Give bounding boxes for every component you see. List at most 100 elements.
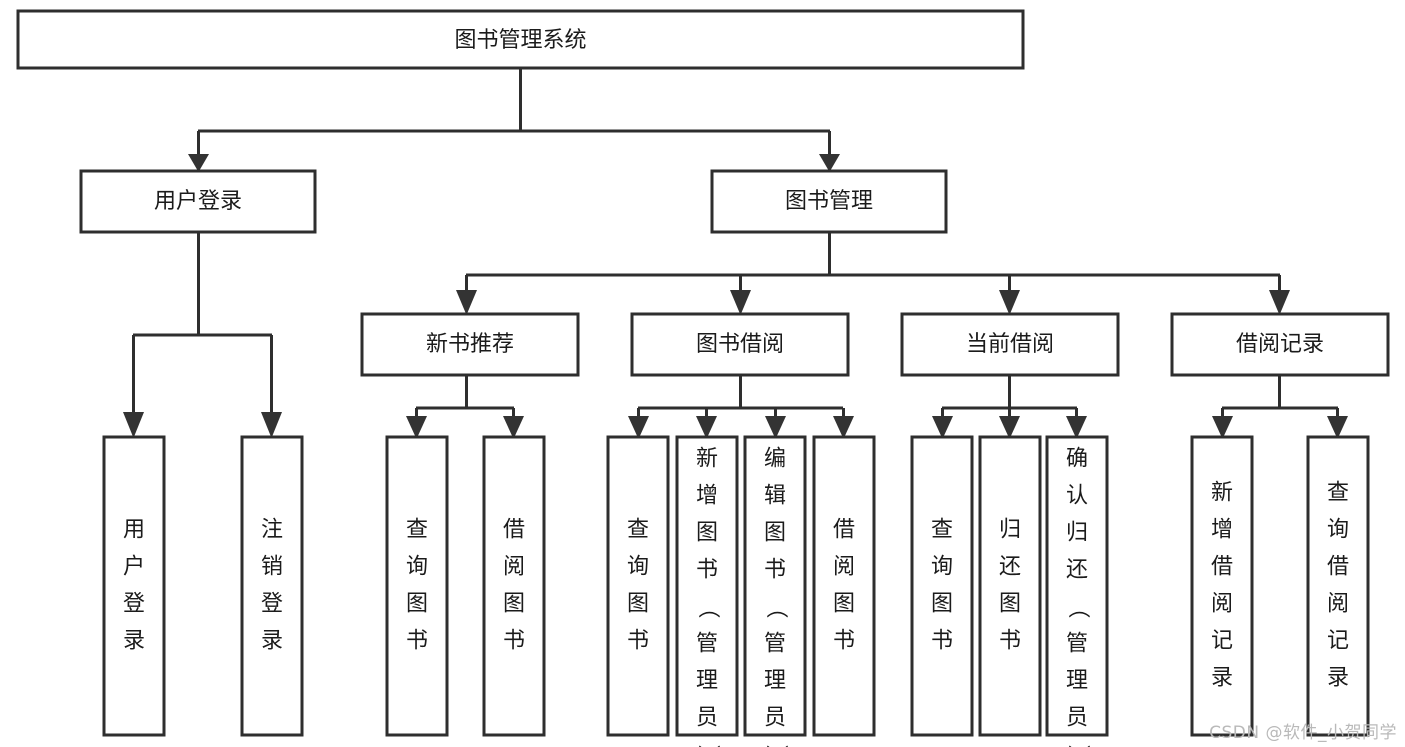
node-user-login[interactable]: 用户登录 (79, 169, 317, 234)
node-leaf-query-book-3[interactable] (910, 435, 974, 737)
node-box-book-management[interactable] (710, 169, 948, 234)
node-box-leaf-borrow-book-1[interactable] (482, 435, 546, 737)
node-box-current-borrow[interactable] (900, 312, 1120, 377)
svg-text:查: 查 (1327, 481, 1349, 506)
svg-text:图: 图 (627, 592, 649, 617)
arrow-icon-to-leaf-confirm-return (1066, 416, 1087, 439)
svg-text:（: （ (695, 596, 720, 618)
node-box-leaf-query-record[interactable] (1306, 435, 1370, 737)
arrow-icon-to-leaf-borrow-book-1 (503, 416, 524, 439)
svg-text:理: 理 (764, 669, 786, 694)
svg-text:员: 员 (696, 706, 718, 731)
node-box-leaf-edit-book[interactable] (743, 435, 807, 737)
arrow-icon-to-current-borrow (999, 290, 1020, 315)
svg-text:询: 询 (931, 555, 953, 580)
svg-text:询: 询 (627, 555, 649, 580)
svg-text:（: （ (1065, 596, 1090, 618)
arrow-icon-to-leaf-borrow-book-2 (833, 416, 854, 439)
node-leaf-return-book[interactable] (978, 435, 1042, 737)
node-box-leaf-confirm-return[interactable] (1045, 435, 1109, 737)
node-new-book-recommend[interactable]: 新书推荐 (360, 312, 580, 377)
svg-text:）: ） (695, 744, 720, 747)
node-leaf-user-login[interactable] (102, 435, 166, 737)
svg-text:）: ） (1065, 744, 1090, 747)
svg-text:图: 图 (999, 592, 1021, 617)
svg-text:借: 借 (503, 518, 525, 543)
node-box-leaf-user-login[interactable] (102, 435, 166, 737)
node-box-borrow-record[interactable] (1170, 312, 1390, 377)
node-leaf-edit-book[interactable] (743, 435, 807, 737)
arrowhead-layer (123, 154, 1348, 439)
node-box-user-login[interactable] (79, 169, 317, 234)
svg-text:归: 归 (1066, 521, 1088, 546)
node-leaf-add-book[interactable] (675, 435, 739, 737)
svg-text:归: 归 (999, 518, 1021, 543)
svg-text:管: 管 (1066, 632, 1088, 657)
svg-text:书: 书 (627, 629, 649, 654)
node-box-new-book-recommend[interactable] (360, 312, 580, 377)
node-leaf-add-record[interactable] (1190, 435, 1254, 737)
node-box-leaf-query-book-3[interactable] (910, 435, 974, 737)
node-label-borrow-record: 借阅记录 (1236, 332, 1324, 357)
arrow-icon-to-leaf-return-book (999, 416, 1020, 439)
node-borrow-record[interactable]: 借阅记录 (1170, 312, 1390, 377)
svg-text:确: 确 (1066, 447, 1088, 472)
node-label-leaf-user-login: 用户登录 (123, 518, 145, 654)
node-box-leaf-add-record[interactable] (1190, 435, 1254, 737)
node-box-leaf-query-book-2[interactable] (606, 435, 670, 737)
svg-text:用: 用 (123, 518, 145, 543)
svg-text:借: 借 (1327, 555, 1349, 580)
arrow-icon-to-leaf-logout (261, 412, 282, 438)
node-leaf-borrow-book-2[interactable] (812, 435, 876, 737)
svg-text:记: 记 (1211, 629, 1233, 654)
svg-text:书: 书 (833, 629, 855, 654)
svg-text:注: 注 (261, 518, 283, 543)
node-leaf-borrow-book-1[interactable] (482, 435, 546, 737)
node-leaf-query-book-1[interactable] (385, 435, 449, 737)
svg-text:）: ） (763, 744, 788, 747)
svg-text:录: 录 (1327, 666, 1349, 691)
node-leaf-query-book-2[interactable] (606, 435, 670, 737)
arrow-icon-to-book-borrow (730, 290, 751, 315)
node-leaf-confirm-return[interactable] (1045, 435, 1109, 737)
node-box-leaf-add-book[interactable] (675, 435, 739, 737)
node-label-root: 图书管理系统 (454, 28, 586, 53)
node-box-book-borrow[interactable] (630, 312, 850, 377)
svg-text:登: 登 (123, 592, 145, 617)
node-box-leaf-return-book[interactable] (978, 435, 1042, 737)
node-leaf-query-record[interactable] (1306, 435, 1370, 737)
arrow-icon-to-leaf-query-book-3 (932, 416, 953, 439)
node-box-leaf-query-book-1[interactable] (385, 435, 449, 737)
svg-text:书: 书 (931, 629, 953, 654)
svg-text:增: 增 (696, 484, 718, 509)
node-current-borrow[interactable]: 当前借阅 (900, 312, 1120, 377)
arrow-icon-to-leaf-query-book-2 (628, 416, 649, 439)
svg-text:编: 编 (764, 447, 786, 472)
node-book-management[interactable]: 图书管理 (710, 169, 948, 234)
svg-text:阅: 阅 (1327, 592, 1349, 617)
svg-text:书: 书 (696, 558, 718, 583)
node-root-system[interactable]: 图书管理系统 (16, 9, 1025, 70)
arrow-icon-to-leaf-query-book-1 (406, 416, 427, 439)
svg-text:图: 图 (406, 592, 428, 617)
node-box-root[interactable] (16, 9, 1025, 70)
svg-text:销: 销 (261, 555, 283, 580)
node-box-leaf-logout[interactable] (240, 435, 304, 737)
vertical-label-layer: 用户登录注销登录查询图书借阅图书查询图书新增图书（管理员）编辑图书（管理员）借阅… (123, 447, 1349, 747)
svg-text:图: 图 (833, 592, 855, 617)
svg-text:阅: 阅 (503, 555, 525, 580)
svg-text:查: 查 (406, 518, 428, 543)
node-leaf-logout[interactable] (240, 435, 304, 737)
node-label-new-book-recommend: 新书推荐 (426, 332, 514, 357)
node-label-book-management: 图书管理 (785, 189, 873, 214)
node-box-leaf-borrow-book-2[interactable] (812, 435, 876, 737)
node-book-borrow[interactable]: 图书借阅 (630, 312, 850, 377)
svg-text:员: 员 (764, 706, 786, 731)
